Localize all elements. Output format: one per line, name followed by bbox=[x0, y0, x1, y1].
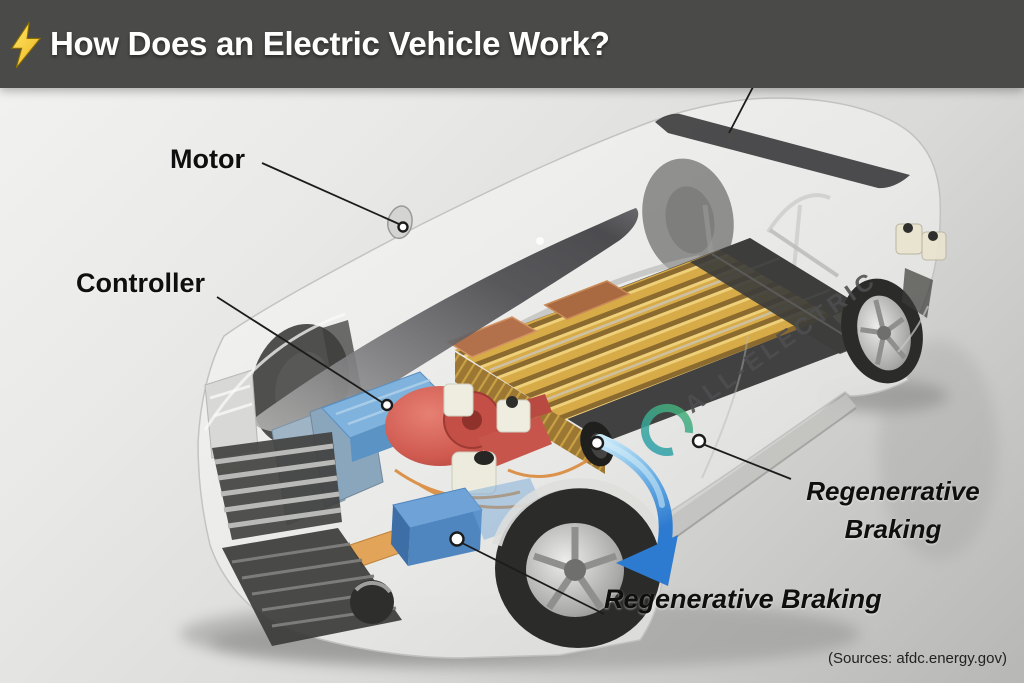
motor-assembly bbox=[385, 386, 552, 468]
page-title: How Does an Electric Vehicle Work? bbox=[50, 25, 610, 62]
regen-bottom-callout-dot bbox=[449, 531, 465, 547]
side-mirror bbox=[387, 205, 413, 239]
rear-window-glass bbox=[655, 113, 910, 189]
front-wheel bbox=[492, 478, 663, 648]
title-bar: How Does an Electric Vehicle Work? bbox=[0, 0, 1024, 88]
battery-pack bbox=[446, 223, 947, 474]
controller-callout-dot bbox=[380, 398, 394, 412]
motor-label: Motor bbox=[170, 144, 245, 174]
controller-label: Controller bbox=[76, 268, 206, 298]
regen-side-line2: Braking bbox=[844, 514, 942, 544]
regenerative-braking-bottom-label: Regenerative Braking bbox=[604, 584, 882, 614]
rear-wheel bbox=[841, 268, 933, 384]
coolant-tank bbox=[451, 451, 497, 495]
callout-lines bbox=[216, 86, 792, 615]
controller-leader-line bbox=[216, 296, 384, 404]
regen-side-callout-dot bbox=[691, 433, 707, 449]
charge-port-callout-dot bbox=[589, 435, 605, 451]
windshield-glass bbox=[252, 208, 639, 432]
grille bbox=[212, 432, 342, 540]
sources-attribution: (Sources: afdc.energy.gov) bbox=[828, 650, 1007, 667]
lightning-bolt-icon bbox=[10, 21, 42, 69]
fog-light bbox=[350, 580, 394, 624]
callout-dots bbox=[380, 221, 707, 547]
motor-callout-dot bbox=[397, 221, 409, 233]
regenerative-braking-side-label: Regenerrative Braking bbox=[786, 472, 1000, 548]
front-fascia bbox=[203, 312, 402, 646]
regen-side-line1: Regenerrative bbox=[806, 476, 980, 506]
regen-flow-arrow bbox=[593, 434, 678, 586]
motor-leader-line bbox=[261, 162, 400, 225]
regen-bottom-leader-line bbox=[459, 541, 605, 615]
regen-side-leader-line bbox=[699, 442, 792, 480]
brand-logo-swirl bbox=[641, 404, 693, 456]
roof-leader-line bbox=[728, 86, 754, 134]
antenna bbox=[726, 128, 735, 142]
